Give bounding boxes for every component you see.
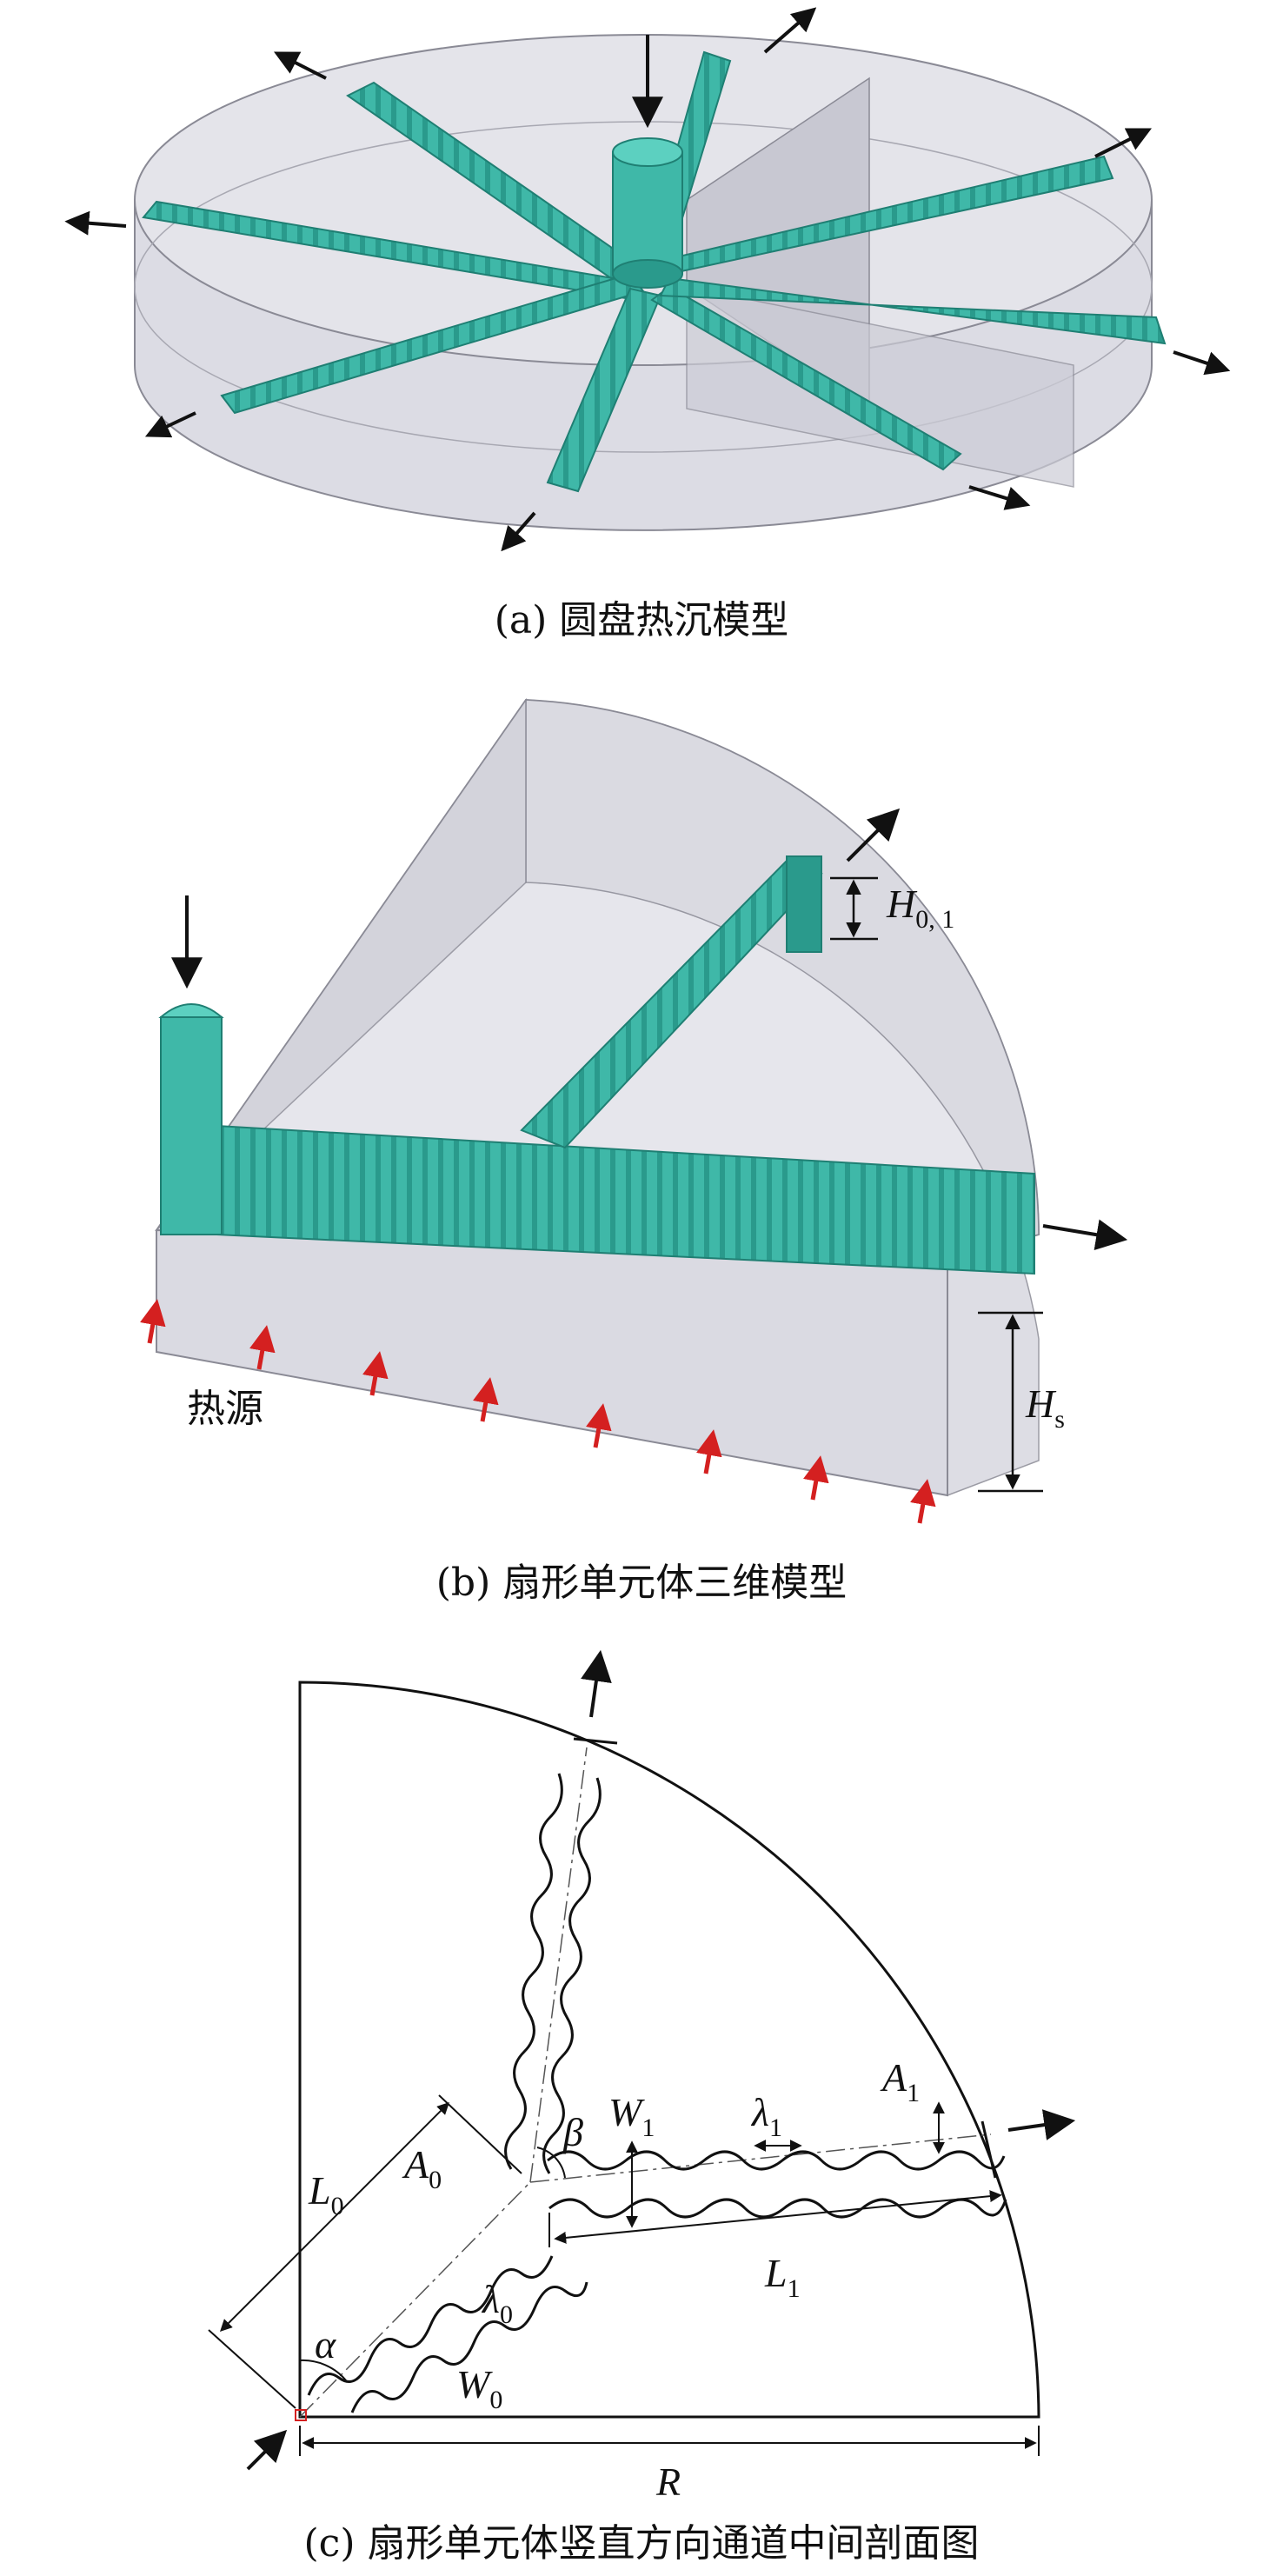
sector-outlet-arrow-upper (846, 808, 901, 862)
channel-vertical-wall-left (504, 1773, 563, 2170)
channel-outlet-upper (786, 855, 822, 953)
inlet-cylinder-bottom (612, 259, 683, 289)
outlet-arrow-sw (144, 411, 196, 438)
origin-marker (295, 2409, 307, 2421)
angle-beta-arc (536, 2147, 566, 2179)
dim-L0 (208, 2094, 522, 2409)
label-L0: L0 (308, 2168, 344, 2220)
label-h01: H0, 1 (886, 882, 954, 934)
sector-front-face (156, 1228, 948, 1497)
outlet-arrow-se (968, 485, 1031, 510)
channel-vertical-wall-right (542, 1777, 602, 2174)
label-R: R (655, 2460, 681, 2504)
dim-R (299, 2426, 1040, 2456)
dim-h01 (830, 876, 878, 941)
panel-a-disc-model: (a) 圆盘热沉模型 (64, 7, 1231, 642)
channel0-wall-lower (350, 2281, 588, 2413)
label-A1: A1 (880, 2055, 920, 2107)
inlet-cylinder-top (612, 137, 683, 167)
caption-b: (b) 扇形单元体三维模型 (436, 1561, 847, 1605)
label-W1: W1 (608, 2090, 655, 2142)
outlet-arrow-e (1173, 350, 1231, 376)
channel-inlet-cap (158, 1003, 224, 1018)
label-beta: β (562, 2110, 583, 2154)
label-lambda0: λ0 (481, 2277, 513, 2329)
caption-a: (a) 圆盘热沉模型 (495, 598, 789, 642)
sector-inner-plane (156, 697, 527, 1231)
section-inlet-arrow (246, 2429, 288, 2471)
label-L1: L1 (764, 2251, 801, 2303)
disc-channels (142, 50, 1167, 493)
panel-b-sector-3d-model: H0, 1 Hs 热源 (b) 扇形单元体三维模型 (140, 697, 1128, 1605)
channel0-wall-upper (307, 2255, 554, 2396)
sector-flow-arrows (171, 808, 1128, 1251)
channel1-wall-upper (547, 2150, 1006, 2171)
angle-alpha-arc (299, 2359, 347, 2381)
dim-hs (978, 1311, 1043, 1493)
outlet-arrow-w (64, 210, 127, 236)
section-outlet-arrow-right (1007, 2109, 1076, 2140)
disc-cut-face-2 (686, 286, 1074, 488)
caption-c: (c) 扇形单元体竖直方向通道中间剖面图 (304, 2521, 980, 2566)
outlet-arrow-s (501, 511, 536, 552)
label-lambda1: λ1 (750, 2090, 782, 2142)
dim-L1 (548, 2190, 1002, 2247)
sector-channels (158, 855, 1035, 1275)
label-alpha: α (315, 2322, 336, 2366)
label-heat-source: 热源 (187, 1387, 263, 1431)
sector-outline (298, 1681, 1040, 2419)
outlet-arrow-n (763, 7, 817, 54)
sector-outlet-arrow-main (1042, 1219, 1128, 1251)
inlet-cylinder-body (612, 151, 683, 275)
section-flow-arrows (246, 1649, 1076, 2471)
label-hs: Hs (1025, 1381, 1065, 1434)
outlet-arrow-nw (274, 51, 327, 80)
outlet-arrow-ne (1094, 128, 1153, 158)
centerlines (299, 1747, 992, 2418)
label-A0: A0 (402, 2142, 442, 2194)
label-W0: W0 (456, 2362, 502, 2414)
heat-source-arrows (140, 1299, 936, 1524)
panel-c-cross-section: L0 A0 λ0 W0 α β W1 λ1 (208, 1649, 1076, 2566)
channel-inlet-block (160, 1016, 223, 1235)
section-outlet-arrow-top (581, 1649, 612, 1718)
disc-flow-arrows (64, 7, 1231, 552)
